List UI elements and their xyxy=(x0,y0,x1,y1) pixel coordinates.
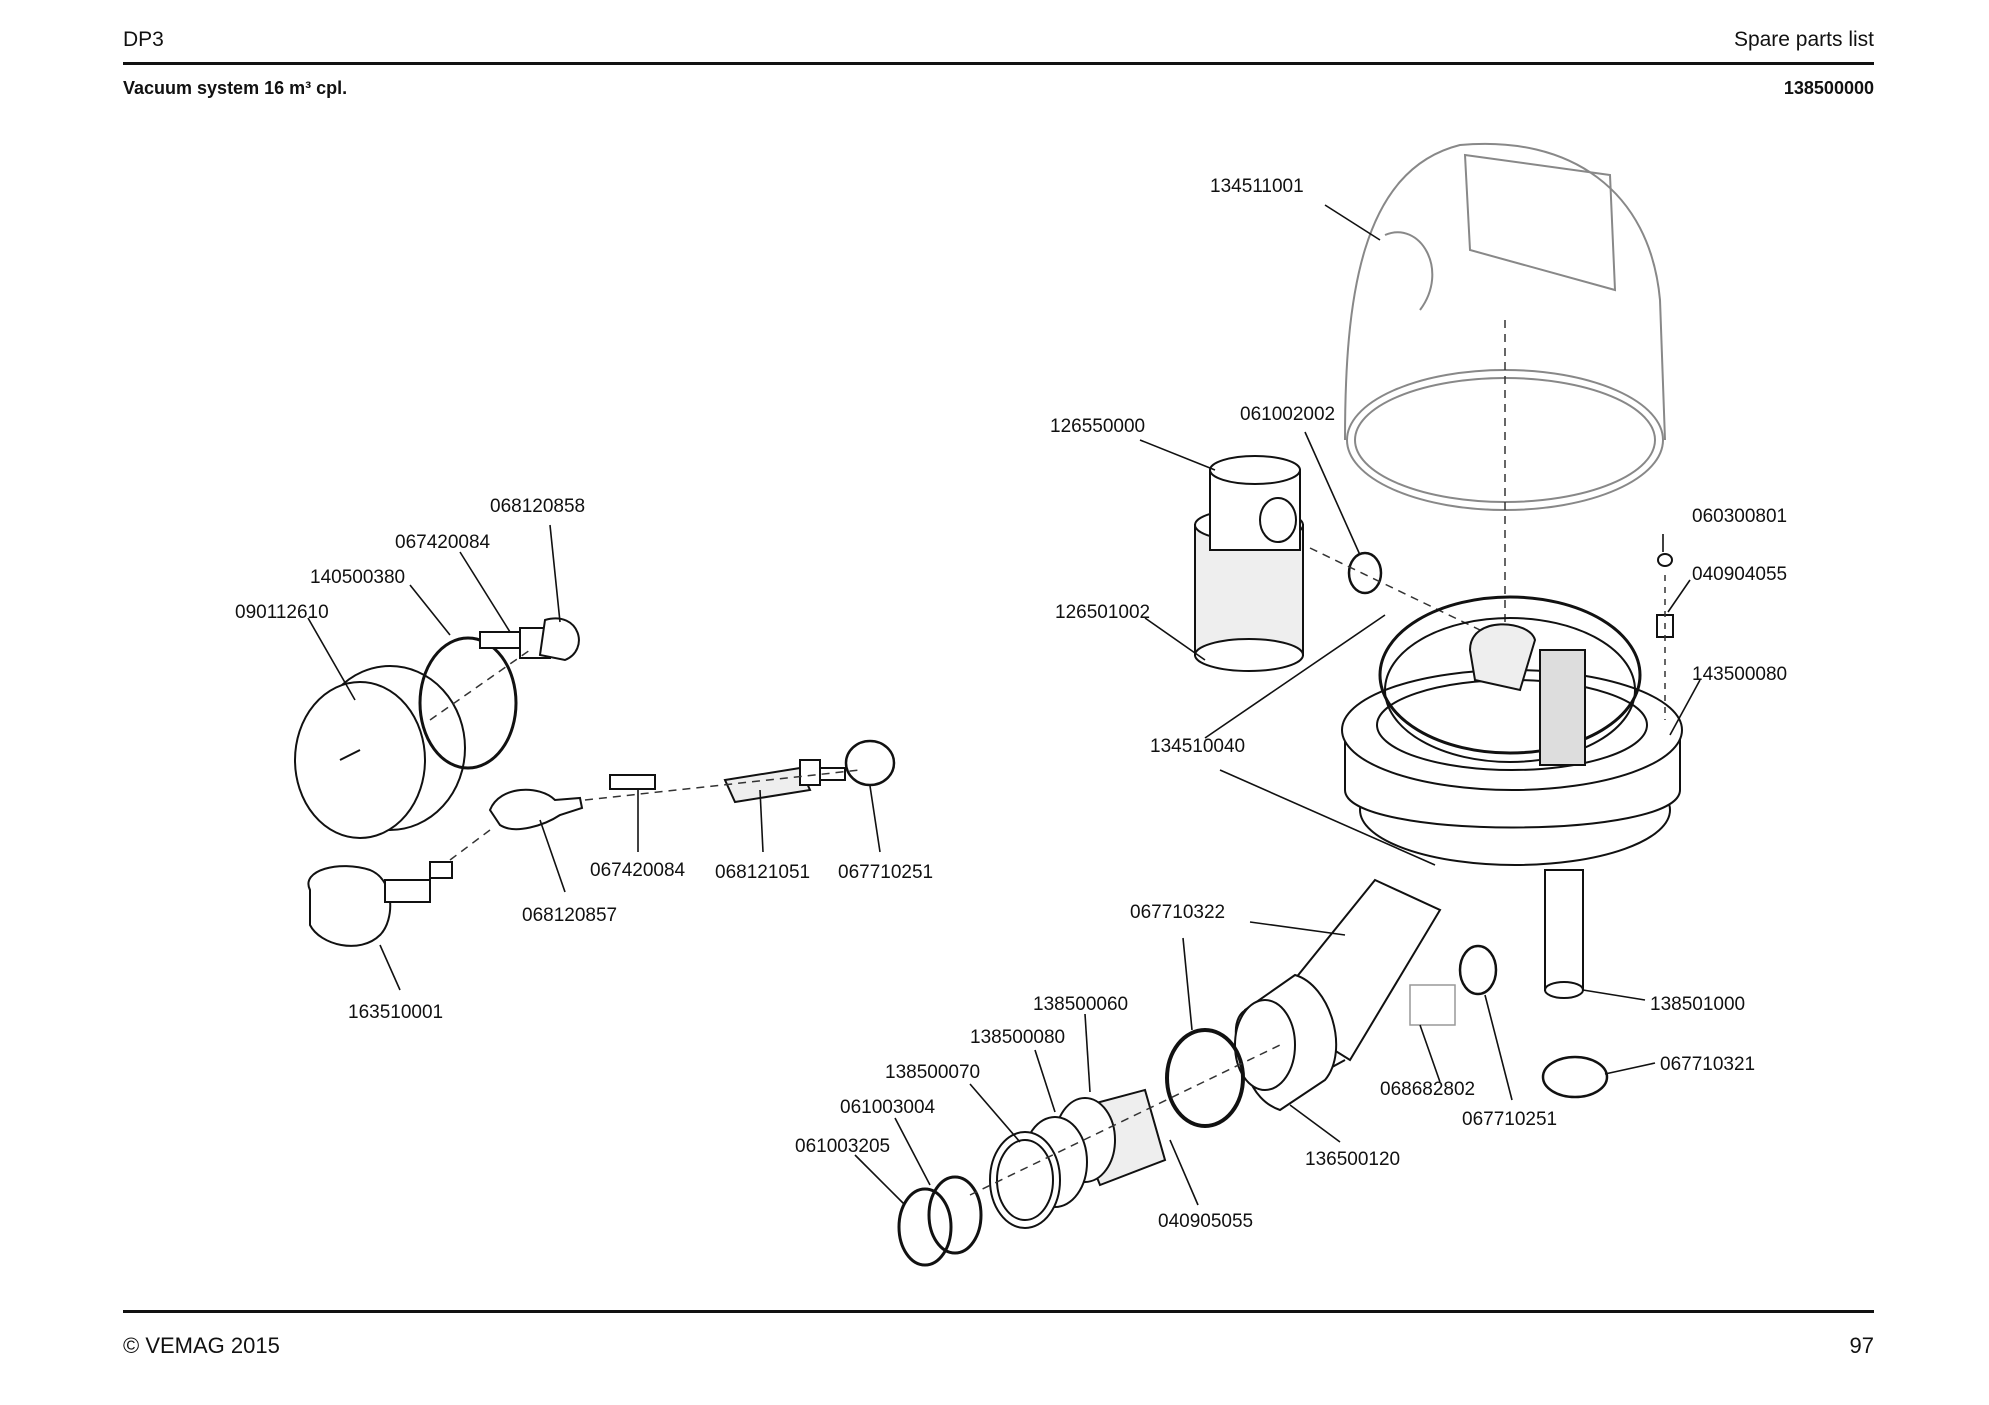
callout-1: 061002002 xyxy=(1240,404,1335,425)
header-doc-type: Spare parts list xyxy=(1733,28,1874,51)
callout-7: 134510040 xyxy=(1150,736,1245,757)
o-ring-a xyxy=(897,1187,953,1267)
callout-27: 138501000 xyxy=(1650,994,1745,1015)
callout-25: 068682802 xyxy=(1380,1079,1475,1100)
valve-stack xyxy=(989,1088,1167,1229)
callout-6: 143500080 xyxy=(1692,664,1787,685)
callout-5: 040904055 xyxy=(1692,564,1787,585)
callout-26: 067710251 xyxy=(1462,1109,1557,1130)
callout-3: 126501002 xyxy=(1055,602,1150,623)
callout-23: 040905055 xyxy=(1158,1211,1253,1232)
callout-24: 136500120 xyxy=(1305,1149,1400,1170)
housing-flange xyxy=(1341,595,1683,866)
callout-16: 163510001 xyxy=(348,1002,443,1023)
cap-small xyxy=(1657,553,1673,567)
leader-lines xyxy=(307,204,1701,1206)
vacuum-gauge xyxy=(294,665,466,839)
o-ring-b xyxy=(927,1175,983,1255)
callout-18: 138500060 xyxy=(1033,994,1128,1015)
callout-14: 067710251 xyxy=(838,862,933,883)
footer-page-number: 97 xyxy=(1849,1333,1874,1358)
footer-copyright: © VEMAG 2015 xyxy=(123,1333,280,1358)
callout-19: 138500080 xyxy=(970,1027,1065,1048)
callout-21: 061003004 xyxy=(840,1097,936,1118)
hose-connector-nut xyxy=(307,861,453,947)
small-elbow xyxy=(488,788,584,831)
callout-12: 067420084 xyxy=(590,860,686,881)
callout-20: 138500070 xyxy=(885,1062,980,1083)
callout-28: 067710321 xyxy=(1660,1054,1755,1075)
footer-rule xyxy=(123,1310,1874,1313)
callout-22: 061003205 xyxy=(795,1136,890,1157)
callout-4: 060300801 xyxy=(1692,506,1787,527)
assembly-number: 138500000 xyxy=(1783,78,1874,98)
filter-cartridge xyxy=(1194,455,1304,672)
hose-clamp-small xyxy=(844,739,896,787)
callout-10: 140500380 xyxy=(310,567,405,588)
gauge-fitting xyxy=(479,617,580,662)
header-rule xyxy=(123,62,1874,65)
callout-9: 067420084 xyxy=(395,532,491,553)
header-model: DP3 xyxy=(123,28,164,51)
hose-clamp-mid xyxy=(1165,1028,1245,1128)
callout-labels: 134511001 061002002 126550000 126501002 … xyxy=(235,176,1787,1232)
check-valve xyxy=(723,759,846,804)
hose-clamp-side xyxy=(1458,944,1498,996)
callout-0: 134511001 xyxy=(1210,176,1304,197)
hose-nipple-short xyxy=(609,774,656,790)
callout-17: 067710322 xyxy=(1130,902,1225,923)
connector-clear xyxy=(1409,984,1456,1026)
assembly-title: Vacuum system 16 m³ cpl. xyxy=(123,78,348,98)
callout-8: 068120858 xyxy=(490,496,585,517)
callout-15: 068120857 xyxy=(522,905,617,926)
gauge-o-ring xyxy=(418,636,518,770)
hose-clamp-large xyxy=(1541,1055,1609,1099)
callout-11: 090112610 xyxy=(235,602,329,623)
o-ring-small xyxy=(1347,551,1383,595)
callout-13: 068121051 xyxy=(715,862,810,883)
callout-2: 126550000 xyxy=(1050,416,1145,437)
hose-section xyxy=(1234,973,1338,1112)
